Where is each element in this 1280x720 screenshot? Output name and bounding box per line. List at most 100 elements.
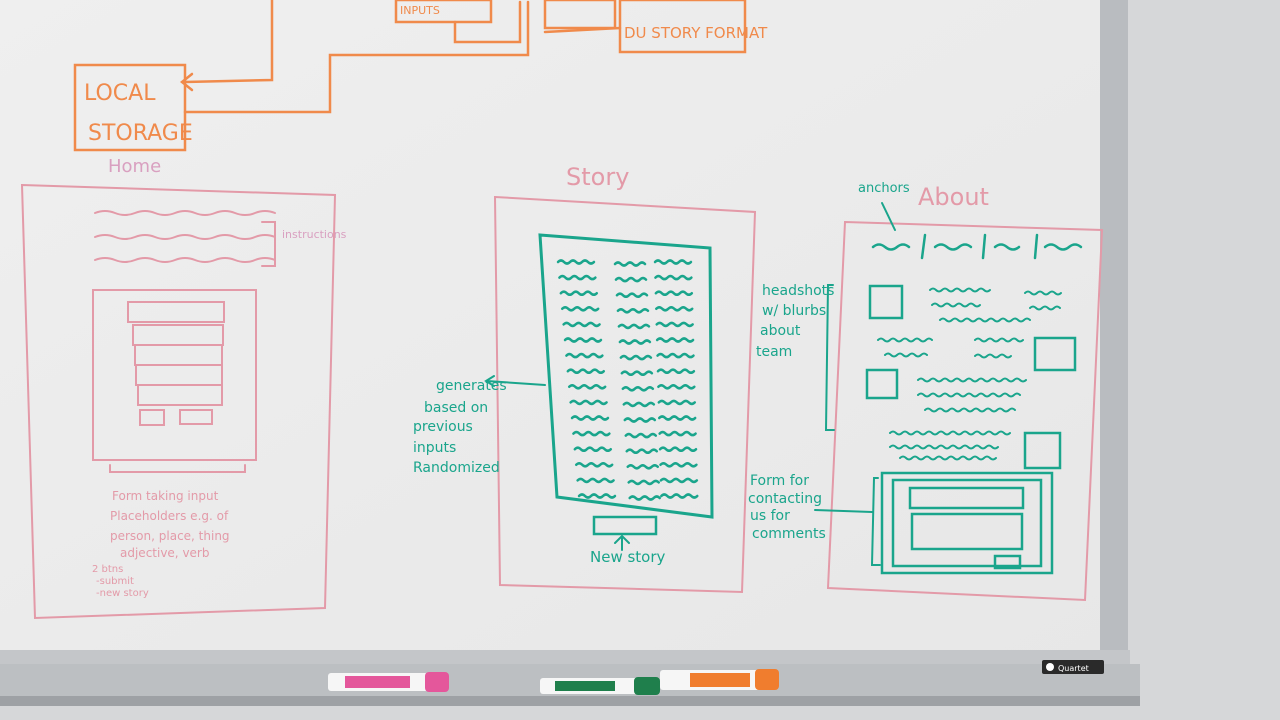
text-squiggle — [655, 337, 695, 343]
text-squiggle — [576, 477, 615, 484]
home-page-outline — [20, 183, 337, 620]
home-instr-line-3 — [94, 257, 276, 263]
text-squiggle — [562, 321, 601, 328]
home-note-line: 2 btns — [92, 564, 123, 575]
text-squiggle — [628, 495, 661, 501]
text-squiggle — [929, 287, 991, 293]
story-new-story-button — [592, 515, 658, 536]
flow-connector-3 — [543, 26, 622, 34]
about-page-outline — [826, 220, 1104, 602]
home-instr-line-2 — [94, 234, 276, 240]
brand-label: Quartet — [1058, 664, 1089, 673]
headshot-box — [1023, 431, 1062, 470]
nav-squiggle — [871, 243, 911, 251]
home-instructions-label: instructions — [282, 228, 347, 241]
about-form-line: us for — [750, 508, 790, 524]
local-storage-line-2: STORAGE — [88, 121, 193, 146]
home-title: Home — [108, 156, 161, 177]
flow-box-inputs — [394, 0, 493, 24]
text-squiggle — [617, 323, 651, 330]
text-squiggle — [566, 368, 606, 374]
story-note-line: generates — [436, 378, 507, 394]
about-blurbs — [877, 287, 1062, 461]
brand-badge: Quartet — [1042, 660, 1104, 674]
text-squiggle — [559, 290, 599, 296]
marker-pink-cap — [425, 672, 449, 692]
text-squiggle — [917, 392, 1021, 398]
text-squiggle — [657, 399, 697, 406]
story-squiggles — [556, 259, 699, 501]
about-contact-field-1 — [908, 486, 1025, 510]
text-squiggle — [565, 352, 604, 359]
about-anchor-pointer — [881, 202, 896, 231]
marker-orange-cap — [755, 669, 779, 690]
text-squiggle — [625, 448, 659, 454]
flow-connector-2 — [183, 0, 530, 114]
text-squiggle — [618, 339, 652, 345]
about-note-line: headshots — [762, 283, 834, 299]
about-title: About — [918, 183, 989, 211]
text-squiggle — [623, 417, 657, 423]
whiteboard-surface — [0, 0, 1122, 660]
story-left-note: generates based on previous inputs Rando… — [413, 378, 507, 476]
text-squiggle — [899, 455, 997, 461]
marker-green — [540, 677, 660, 695]
text-squiggle — [931, 302, 981, 308]
about-form-note: Form for contacting us for comments — [748, 473, 826, 542]
text-squiggle — [974, 337, 1024, 343]
top-flowchart — [73, 0, 747, 152]
text-squiggle — [558, 274, 597, 281]
home-note-line: Form taking input — [112, 489, 219, 503]
about-nav-bar — [871, 233, 1083, 260]
text-squiggle — [560, 306, 600, 312]
text-squiggle — [563, 337, 603, 343]
text-squiggle — [884, 352, 928, 358]
story-note-line: inputs — [413, 440, 456, 456]
about-anchors-label: anchors — [858, 181, 910, 196]
flow-story-format-label: DU STORY FORMAT — [624, 24, 768, 42]
about-form-line: comments — [752, 526, 826, 542]
home-note-line: person, place, thing — [110, 529, 230, 543]
nav-divider — [920, 233, 927, 260]
about-contact-submit — [993, 554, 1022, 570]
nav-divider — [981, 233, 987, 260]
text-squiggle — [621, 386, 655, 392]
headshot-box — [868, 284, 904, 320]
text-squiggle — [1029, 305, 1061, 311]
flow-arrow-to-storage — [183, 0, 274, 84]
board-frame-bottom — [0, 650, 1130, 664]
home-note-line: Placeholders e.g. of — [110, 509, 229, 523]
story-text-panel — [538, 233, 714, 519]
home-input-5 — [137, 384, 223, 406]
text-squiggle — [654, 274, 693, 281]
flow-connector-1 — [453, 0, 522, 44]
text-squiggle — [567, 384, 607, 390]
marker-orange — [660, 669, 779, 690]
text-squiggle — [619, 354, 653, 361]
text-squiggle — [924, 407, 1016, 413]
home-notes: Form taking input Placeholders e.g. of p… — [92, 489, 230, 599]
text-squiggle — [574, 462, 614, 468]
flow-box-local-storage — [73, 63, 187, 152]
about-headshots-note: headshots w/ blurbs about team — [756, 283, 834, 360]
story-page-outline — [493, 195, 757, 594]
nav-squiggle — [993, 243, 1021, 251]
home-note-line: -new story — [96, 588, 149, 599]
brand-badge-bg — [1042, 660, 1104, 674]
home-form-box — [92, 289, 257, 461]
text-squiggle — [974, 353, 1012, 359]
marker-green-cap — [634, 677, 660, 695]
text-squiggle — [622, 401, 656, 408]
brand-logo-icon — [1046, 663, 1054, 671]
nav-squiggle — [1043, 243, 1083, 251]
story-note-arrow — [484, 375, 546, 387]
text-squiggle — [572, 430, 611, 437]
text-squiggle — [657, 415, 697, 421]
marker-pink-band — [345, 676, 410, 688]
local-storage-line-1: LOCAL — [84, 81, 156, 106]
about-note-line: w/ blurbs — [762, 303, 826, 319]
headshot-box — [1033, 336, 1077, 372]
about-form-line: Form for — [750, 473, 809, 489]
story-note-line: based on — [424, 400, 488, 416]
home-wireframe — [20, 183, 337, 620]
